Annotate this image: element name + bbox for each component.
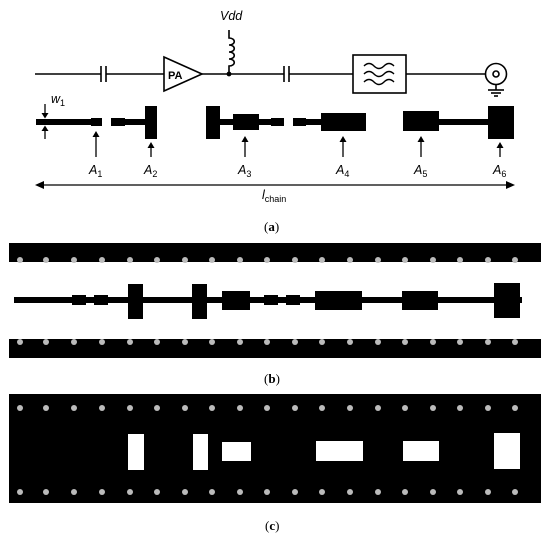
chain-b-section-1b bbox=[94, 295, 108, 305]
w1-label: w1 bbox=[51, 92, 65, 108]
chain-b-section-3 bbox=[222, 291, 250, 310]
dc-block-capacitor-1 bbox=[100, 66, 107, 82]
section-label-a4: A4 bbox=[335, 163, 349, 179]
chain-b-section-4a bbox=[286, 295, 300, 305]
chain-a-section-1 bbox=[91, 118, 102, 126]
cutout-section-5 bbox=[403, 441, 439, 461]
chain-a-line-3a bbox=[219, 119, 234, 125]
chain-a-section-5 bbox=[403, 111, 439, 131]
section-label-a1: A1 bbox=[88, 163, 102, 179]
chain-b-section-4 bbox=[315, 291, 362, 310]
dc-block-capacitor-2 bbox=[283, 66, 290, 82]
bottom-ground-vias bbox=[17, 339, 518, 345]
chain-a-section-3c bbox=[271, 118, 284, 126]
chain-a-section-4a bbox=[293, 118, 306, 126]
bandpass-filter bbox=[352, 54, 407, 94]
antenna-connector-icon bbox=[484, 62, 508, 97]
chain-b-section-2 bbox=[128, 284, 143, 319]
chain-a-line-2 bbox=[124, 119, 146, 125]
chain-elements-b bbox=[14, 283, 522, 319]
cutout-section-3 bbox=[222, 442, 251, 461]
panel-a-caption: (a) bbox=[264, 219, 279, 234]
w1-dimension bbox=[41, 104, 49, 139]
section-label-a6: A6 bbox=[492, 163, 506, 179]
panel-c-caption: (c) bbox=[265, 518, 279, 533]
chain-a-line-3b bbox=[258, 119, 272, 125]
cutout-section-2 bbox=[128, 434, 144, 470]
lchain-dimension-arrow bbox=[35, 181, 515, 189]
chain-a-line-4 bbox=[305, 119, 322, 125]
chain-b-section-3a bbox=[192, 284, 207, 319]
top-ground-strip bbox=[9, 243, 541, 262]
pa-label: PA bbox=[168, 70, 183, 82]
vdd-junction-dot bbox=[226, 71, 232, 77]
section-label-a3: A3 bbox=[237, 163, 251, 179]
chain-b-section-5 bbox=[402, 291, 438, 310]
chain-a-section-6 bbox=[488, 106, 514, 139]
section-label-a5: A5 bbox=[413, 163, 427, 179]
ground-plane-vias-top bbox=[17, 405, 518, 411]
section-pointers bbox=[92, 131, 504, 157]
ground-plane bbox=[9, 394, 541, 503]
power-amplifier bbox=[163, 55, 204, 93]
chain-a-section-3 bbox=[233, 114, 259, 130]
chain-a-section-4 bbox=[321, 113, 366, 131]
lchain-label: lchain bbox=[262, 188, 286, 204]
section-label-a2: A2 bbox=[143, 163, 157, 179]
chain-b-section-3c bbox=[264, 295, 278, 305]
cutout-section-6 bbox=[494, 433, 520, 469]
layout-bottom-layer bbox=[9, 394, 541, 503]
chain-a-section-2a bbox=[111, 118, 125, 126]
chain-a-line-5 bbox=[438, 119, 490, 125]
vdd-label: Vdd bbox=[220, 9, 243, 23]
panel-b-caption: (b) bbox=[264, 371, 280, 386]
top-ground-vias bbox=[17, 257, 518, 263]
chain-elements-a bbox=[36, 106, 514, 139]
ground-plane-cutouts bbox=[128, 433, 520, 470]
schematic bbox=[35, 30, 508, 97]
cutout-section-3a bbox=[193, 434, 208, 470]
filter-wave-icon bbox=[363, 62, 395, 86]
chain-a-line-1 bbox=[36, 119, 94, 125]
ground-plane-vias-bottom bbox=[17, 489, 518, 495]
chain-b-section-1 bbox=[72, 295, 86, 305]
chain-b-section-6 bbox=[494, 283, 520, 318]
vdd-inductor bbox=[228, 30, 236, 74]
bottom-ground-strip bbox=[9, 339, 541, 358]
layout-top-layer bbox=[9, 243, 541, 358]
chain-a-section-2 bbox=[145, 106, 157, 139]
chain-a-section-3a bbox=[206, 106, 220, 139]
cutout-section-4 bbox=[316, 441, 363, 461]
